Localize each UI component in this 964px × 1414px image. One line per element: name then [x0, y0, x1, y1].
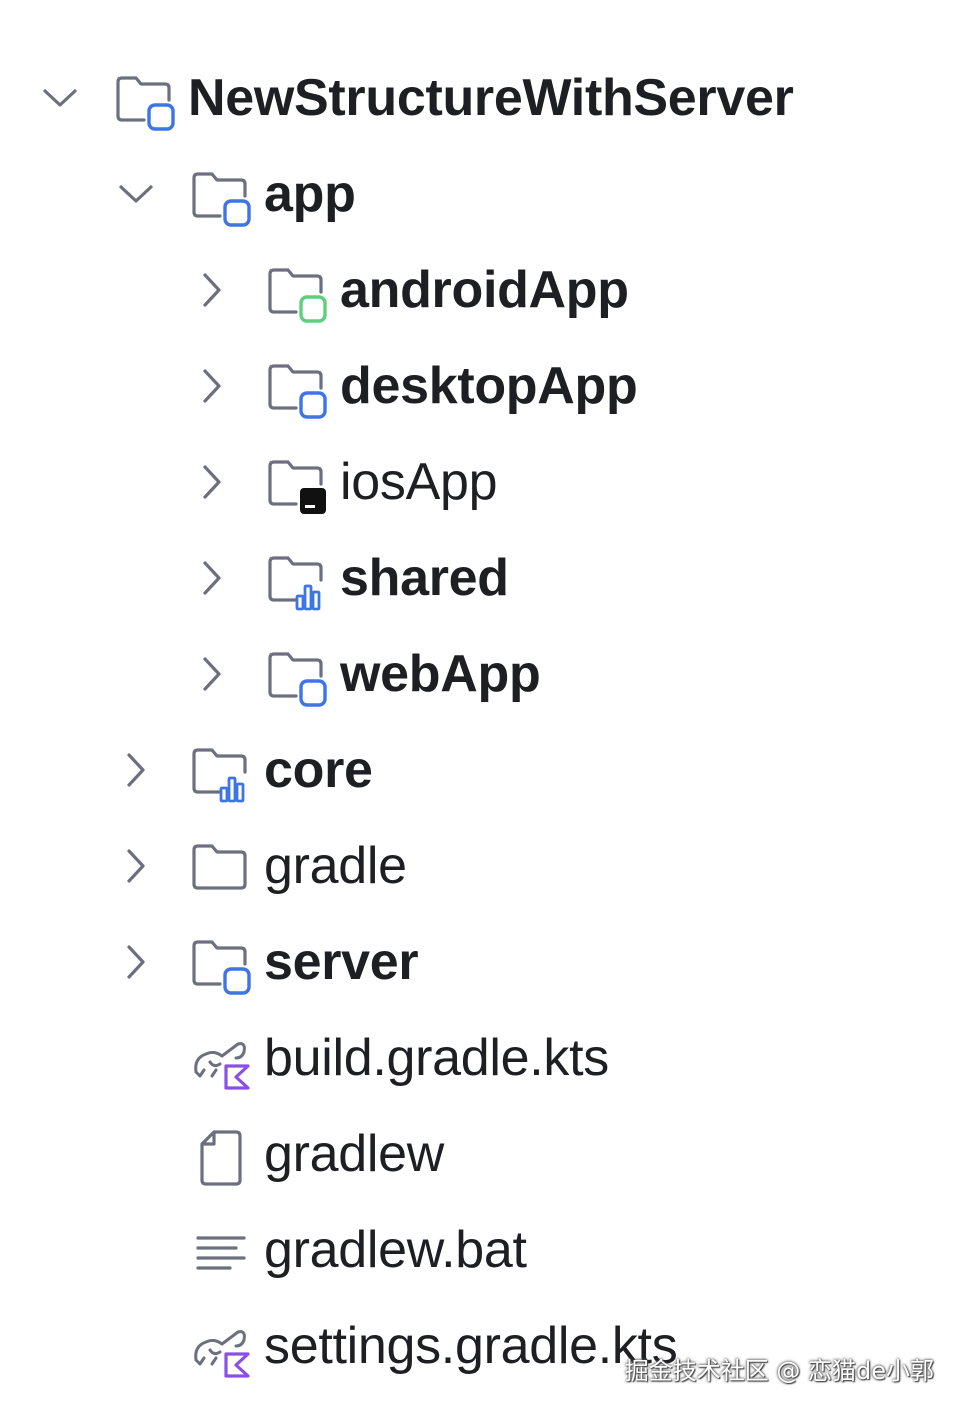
tree-item-iosapp[interactable]: iosApp [0, 434, 964, 530]
chevron-right-icon[interactable] [116, 750, 156, 790]
tree-item-gradle[interactable]: gradle [0, 818, 964, 914]
tree-item-label: desktopApp [340, 357, 638, 415]
tree-item-label: androidApp [340, 261, 629, 319]
watermark: 掘金技术社区 @ 恋猫de小郭 [624, 1357, 934, 1385]
tree-item-build-gradle-kts[interactable]: build.gradle.kts [0, 1010, 964, 1106]
library-module-folder-icon [266, 552, 330, 612]
tree-item-app[interactable]: app [0, 146, 964, 242]
tree-item-label: shared [340, 549, 509, 607]
tree-item-androidapp[interactable]: androidApp [0, 242, 964, 338]
tree-item-label: server [264, 933, 419, 991]
project-tree: NewStructureWithServer app androidApp deskt… [0, 50, 964, 1394]
ios-folder-icon [266, 456, 330, 516]
tree-item-core[interactable]: core [0, 722, 964, 818]
chevron-right-icon[interactable] [116, 846, 156, 886]
tree-item-label: build.gradle.kts [264, 1029, 609, 1087]
gradle-kotlin-file-icon [190, 1032, 254, 1092]
tree-item-label: webApp [340, 645, 541, 703]
library-module-folder-icon [190, 744, 254, 804]
module-folder-icon [190, 936, 254, 996]
module-folder-icon [190, 168, 254, 228]
chevron-right-icon[interactable] [192, 654, 232, 694]
chevron-right-icon[interactable] [116, 942, 156, 982]
tree-item-settings-gradle-kts[interactable]: settings.gradle.kts [0, 1298, 964, 1394]
chevron-right-icon[interactable] [192, 366, 232, 406]
tree-item-label: settings.gradle.kts [264, 1317, 678, 1375]
module-folder-icon [114, 72, 178, 132]
tree-item-newstructurewithserver[interactable]: NewStructureWithServer [0, 50, 964, 146]
chevron-right-icon[interactable] [192, 270, 232, 310]
tree-item-label: app [264, 165, 356, 223]
chevron-down-icon[interactable] [40, 78, 80, 118]
android-module-folder-icon [266, 264, 330, 324]
module-folder-icon [266, 648, 330, 708]
module-folder-icon [266, 360, 330, 420]
tree-item-desktopapp[interactable]: desktopApp [0, 338, 964, 434]
folder-icon [190, 840, 254, 900]
tree-item-label: iosApp [340, 453, 498, 511]
tree-item-server[interactable]: server [0, 914, 964, 1010]
chevron-right-icon[interactable] [192, 558, 232, 598]
tree-item-label: NewStructureWithServer [188, 69, 794, 127]
tree-item-gradlew-bat[interactable]: gradlew.bat [0, 1202, 964, 1298]
chevron-down-icon[interactable] [116, 174, 156, 214]
text-file-icon [190, 1224, 254, 1284]
file-icon [190, 1128, 254, 1188]
chevron-right-icon[interactable] [192, 462, 232, 502]
tree-item-gradlew[interactable]: gradlew [0, 1106, 964, 1202]
tree-item-label: gradle [264, 837, 407, 895]
gradle-kotlin-file-icon [190, 1320, 254, 1380]
tree-item-label: gradlew.bat [264, 1221, 527, 1279]
tree-item-shared[interactable]: shared [0, 530, 964, 626]
tree-item-label: gradlew [264, 1125, 445, 1183]
tree-item-webapp[interactable]: webApp [0, 626, 964, 722]
tree-item-label: core [264, 741, 373, 799]
